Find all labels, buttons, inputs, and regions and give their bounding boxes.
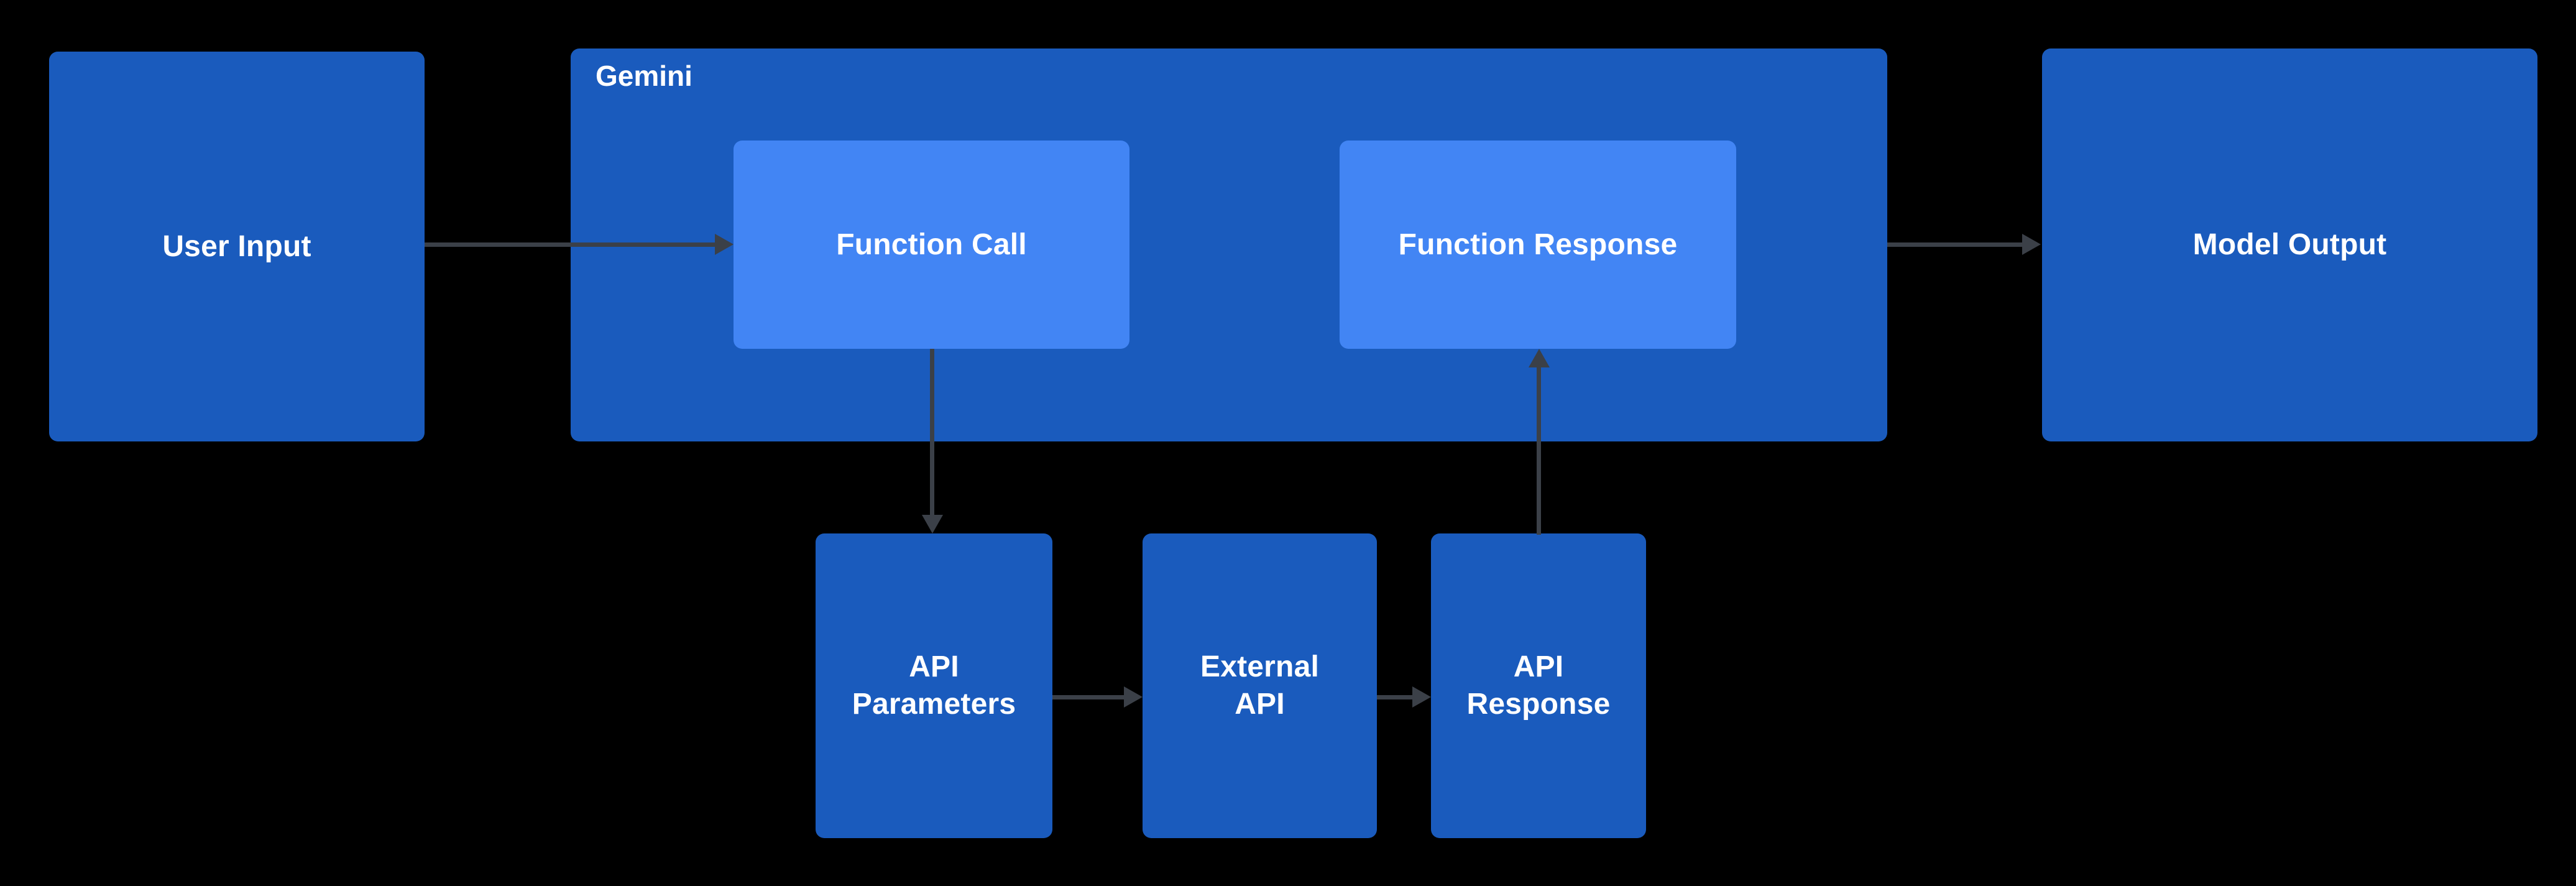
edge-gemini-to-model-output-line (1887, 242, 2024, 247)
node-model-output[interactable]: Model Output (2042, 48, 2537, 441)
edge-api-parameters-to-external-api-line (1052, 695, 1126, 699)
edge-api-parameters-to-external-api-arrowhead (1124, 686, 1143, 708)
node-external-api[interactable]: External API (1143, 533, 1377, 838)
node-api-parameters-label-line1: API (909, 650, 959, 684)
edge-external-api-to-api-response-line (1377, 695, 1414, 699)
node-api-response[interactable]: API Response (1431, 533, 1646, 838)
node-external-api-label-line1: External (1200, 650, 1320, 684)
node-function-call-label: Function Call (836, 228, 1027, 261)
edge-api-response-to-function-response-line (1537, 367, 1541, 535)
node-user-input-label: User Input (162, 229, 311, 263)
edge-gemini-to-model-output-arrowhead (2022, 234, 2041, 255)
edge-function-call-to-api-parameters-line (930, 349, 934, 515)
node-function-response[interactable]: Function Response (1340, 141, 1736, 349)
node-api-response-label-line1: API (1513, 650, 1564, 684)
node-api-parameters-label-line2: Parameters (852, 688, 1016, 721)
edge-user-input-to-function-call-line (425, 242, 717, 247)
node-api-response-label-line2: Response (1466, 688, 1611, 721)
edge-external-api-to-api-response-arrowhead (1412, 686, 1431, 708)
node-user-input[interactable]: User Input (49, 52, 425, 441)
edge-function-call-to-api-parameters-arrowhead (922, 515, 943, 533)
edge-user-input-to-function-call-arrowhead (715, 234, 734, 255)
gemini-group-label: Gemini (596, 60, 692, 92)
node-function-response-label: Function Response (1398, 228, 1678, 261)
node-model-output-label: Model Output (2192, 228, 2387, 262)
edge-api-response-to-function-response-arrowhead (1529, 349, 1550, 367)
node-function-call[interactable]: Function Call (734, 141, 1129, 349)
node-api-parameters[interactable]: API Parameters (816, 533, 1052, 838)
node-external-api-label-line2: API (1235, 688, 1285, 721)
